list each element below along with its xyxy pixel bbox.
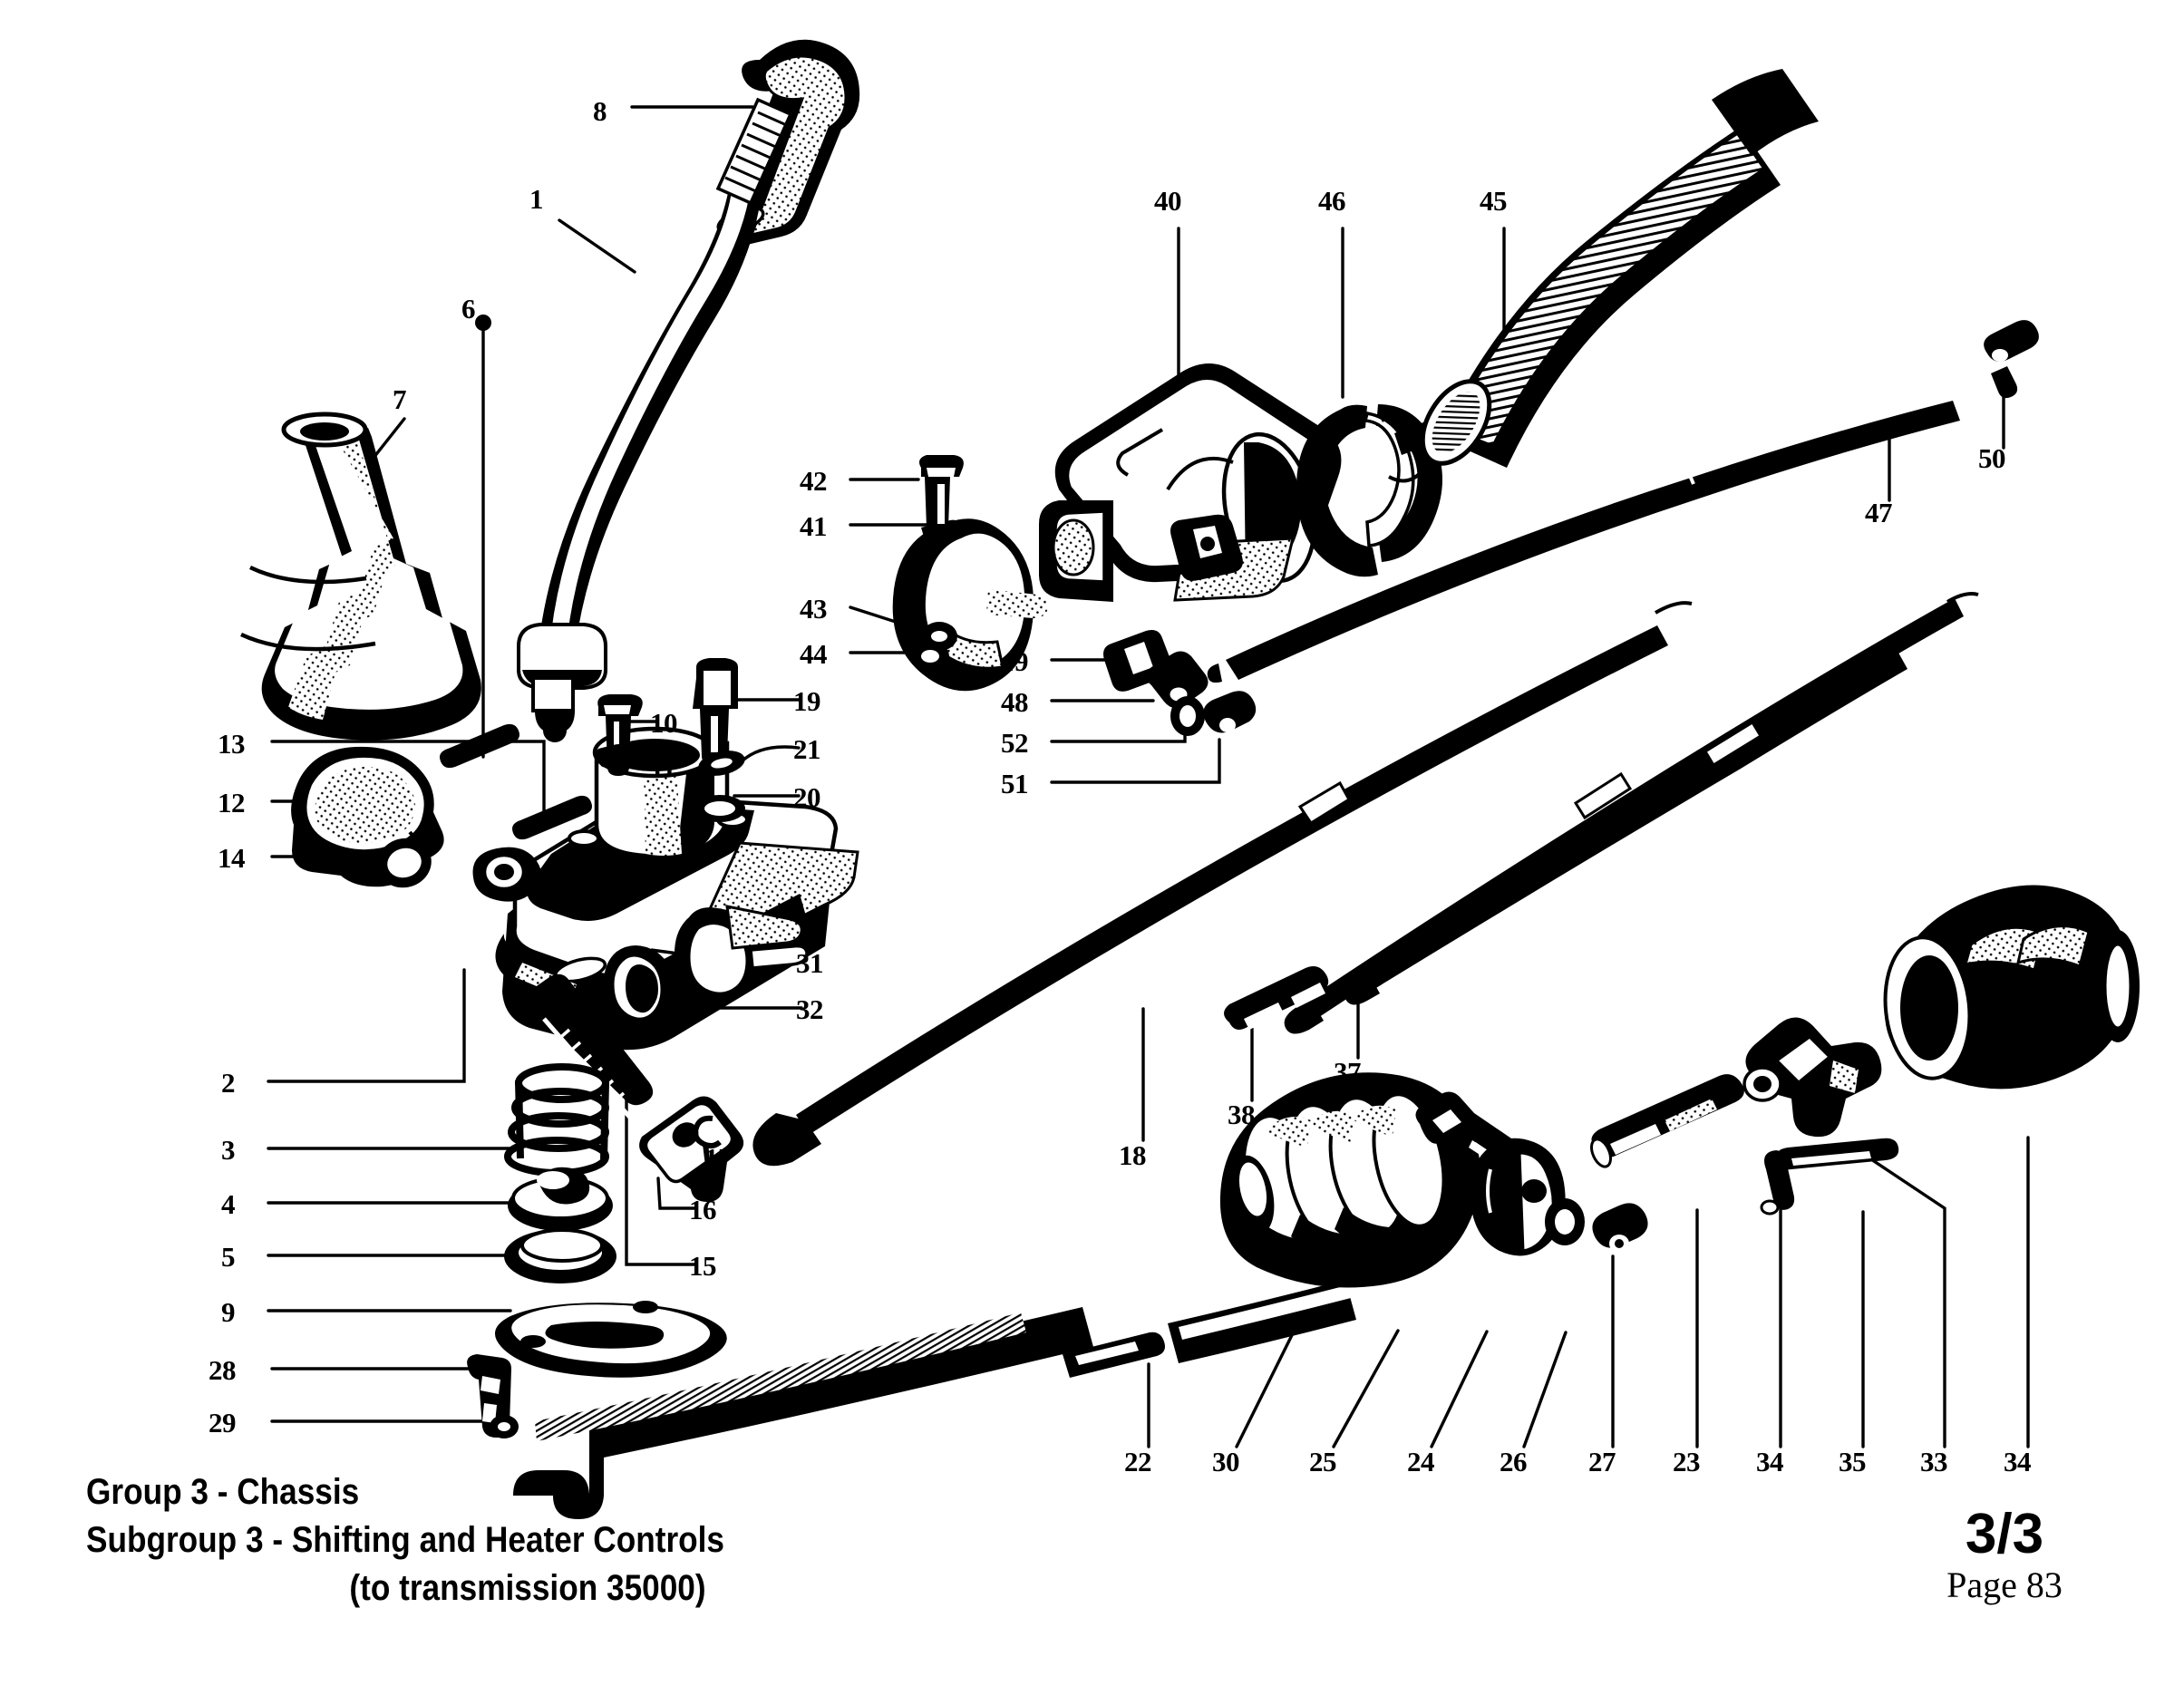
part-nut-29	[490, 1415, 519, 1438]
sheet-number: 3/3	[1965, 1503, 2044, 1565]
title-line-group: Group 3 - Chassis	[86, 1472, 360, 1512]
callout-14: 14	[218, 842, 246, 874]
part-dowel-11	[595, 743, 632, 768]
callout-45: 45	[1480, 185, 1508, 217]
part-spring-3	[504, 1063, 609, 1177]
callout-46: 46	[1318, 185, 1346, 217]
callout-21: 21	[793, 733, 821, 765]
callout-48: 48	[1001, 686, 1029, 718]
part-oring-14	[377, 838, 432, 888]
part-shift-finger-31	[675, 905, 810, 1003]
callout-43: 43	[800, 593, 828, 625]
part-clamp-block-16	[639, 1096, 744, 1202]
callout-51: 51	[1001, 768, 1029, 799]
callout-8: 8	[593, 95, 607, 127]
title-line-note: (to transmission 35000)	[349, 1568, 706, 1609]
title-block: Group 3 - Chassis Subgroup 3 - Shifting …	[86, 1468, 1083, 1613]
part-shift-boot	[240, 412, 481, 741]
callout-13: 13	[218, 728, 246, 760]
callout-7: 7	[393, 383, 407, 415]
callout-28: 28	[209, 1354, 237, 1386]
callout-41: 41	[800, 510, 828, 542]
callout-29: 29	[209, 1407, 237, 1438]
part-shift-tower-housing	[472, 726, 859, 1051]
callout-11: 11	[650, 751, 676, 783]
part-bolt-42	[919, 455, 964, 537]
part-spring-seat-4	[508, 1167, 613, 1231]
callout-4: 4	[221, 1188, 236, 1220]
part-heater-valve-40	[1039, 363, 1342, 602]
callout-23: 23	[1673, 1446, 1701, 1477]
callout-31: 31	[796, 947, 824, 979]
part-washer-26	[1545, 1198, 1585, 1245]
callout-18: 18	[1119, 1139, 1147, 1171]
callout-47: 47	[1865, 497, 1893, 528]
part-washer-21	[698, 751, 745, 776]
part-heater-cable-47	[1207, 401, 1960, 683]
part-rod-37b	[1344, 653, 1907, 1005]
callout-40: 40	[1154, 185, 1182, 217]
callout-35: 35	[1839, 1446, 1867, 1477]
callout-44: 44	[800, 638, 828, 670]
part-fitting-50	[1984, 320, 2039, 399]
callout-17: 17	[704, 1142, 733, 1174]
part-bushing-32	[604, 945, 689, 1026]
callout-20: 20	[793, 781, 821, 813]
callout-6: 6	[461, 293, 476, 324]
part-nut-51	[1203, 691, 1257, 733]
callout-32: 32	[796, 993, 824, 1025]
part-washer-20	[694, 795, 745, 822]
callout-27: 27	[1588, 1446, 1616, 1477]
callout-30: 30	[1212, 1446, 1240, 1477]
part-dust-boot-34b	[1883, 885, 2140, 1090]
callout-42: 42	[800, 465, 828, 497]
callout-50: 50	[1978, 442, 2006, 474]
part-nut-27	[1592, 1203, 1648, 1253]
callout-1: 1	[529, 183, 544, 215]
part-shift-lever	[517, 97, 793, 742]
callout-3: 3	[221, 1134, 236, 1166]
part-heater-hose-45	[1420, 69, 1819, 468]
part-pin-13b	[440, 723, 519, 769]
callout-34b: 34	[2004, 1446, 2032, 1477]
part-selector-rod-18	[752, 601, 1693, 1167]
part-rod-33	[1776, 1138, 1899, 1170]
page-number: Page 83	[1946, 1564, 2063, 1606]
callout-25: 25	[1309, 1446, 1337, 1477]
part-clip-17	[693, 1115, 722, 1174]
callout-26: 26	[1500, 1446, 1528, 1477]
callout-10: 10	[650, 707, 678, 739]
part-washer-52	[1170, 696, 1205, 736]
callout-49: 49	[1001, 645, 1029, 677]
callout-12: 12	[218, 787, 246, 818]
callout-15: 15	[689, 1250, 717, 1282]
callout-34a: 34	[1756, 1446, 1784, 1477]
part-bolt-19	[693, 658, 738, 765]
part-bellows-30	[1219, 1072, 1481, 1288]
callout-2: 2	[221, 1067, 236, 1099]
callout-22: 22	[1124, 1446, 1152, 1477]
part-coupling-nut-34a	[1742, 1017, 1882, 1138]
page-block: 3/3 Page 83	[1869, 1505, 2140, 1607]
callout-52: 52	[1001, 727, 1029, 759]
part-nut-44	[911, 641, 949, 672]
callout-9: 9	[221, 1296, 236, 1328]
part-selector-rod-22	[513, 1280, 1356, 1519]
part-coupler-38	[1224, 966, 1329, 1030]
callout-16: 16	[689, 1194, 717, 1225]
part-pin-23	[1590, 1074, 1744, 1168]
callout-33: 33	[1920, 1446, 1948, 1477]
title-line-subgroup: Subgroup 3 - Shifting and Heater Control…	[86, 1520, 724, 1561]
part-pin-13	[512, 795, 592, 840]
callout-37: 37	[1334, 1056, 1362, 1088]
part-gasket-9	[494, 1301, 727, 1378]
callout-19: 19	[793, 685, 821, 717]
callout-5: 5	[221, 1241, 236, 1273]
part-pivot-block-24	[1470, 1138, 1566, 1256]
callout-24: 24	[1407, 1446, 1435, 1477]
callout-38: 38	[1228, 1099, 1256, 1130]
part-seal-ring-5	[504, 1228, 616, 1283]
